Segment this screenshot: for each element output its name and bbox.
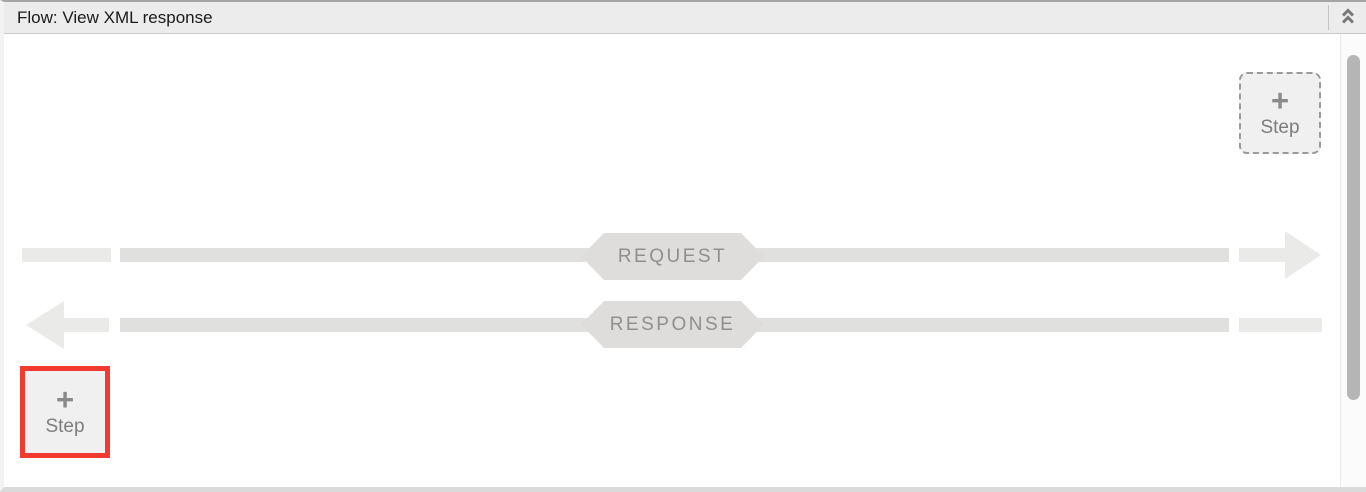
add-step-button-top[interactable]: + Step [1239, 72, 1321, 154]
plus-icon: + [1270, 82, 1290, 118]
add-step-label: Step [45, 415, 85, 437]
add-step-button-bottom[interactable]: + Step [25, 371, 105, 453]
double-chevron-up-icon [1341, 7, 1355, 28]
response-arrow-head-shaft [64, 318, 109, 332]
collapse-button[interactable] [1329, 2, 1366, 33]
request-arrow-tail-segment [22, 248, 111, 262]
flow-canvas: + Step REQUEST RESPONSE + [4, 34, 1366, 487]
request-arrow-head-shaft [1239, 248, 1285, 262]
response-arrow-head-icon [26, 301, 64, 349]
flow-title: Flow: View XML response [17, 7, 213, 27]
flow-header: Flow: View XML response [4, 2, 1366, 34]
add-step-label: Step [1260, 116, 1300, 138]
request-arrow-head-icon [1285, 231, 1321, 279]
vertical-scrollbar[interactable] [1340, 34, 1366, 487]
response-arrow-tail-segment [1239, 318, 1322, 332]
header-divider [1328, 5, 1329, 30]
action-highlight: + Step [20, 366, 110, 458]
scrollbar-thumb[interactable] [1347, 55, 1360, 400]
plus-icon: + [55, 381, 75, 417]
request-banner: REQUEST [581, 233, 764, 280]
response-banner: RESPONSE [581, 301, 764, 348]
response-label: RESPONSE [609, 313, 736, 335]
request-label: REQUEST [617, 245, 728, 267]
